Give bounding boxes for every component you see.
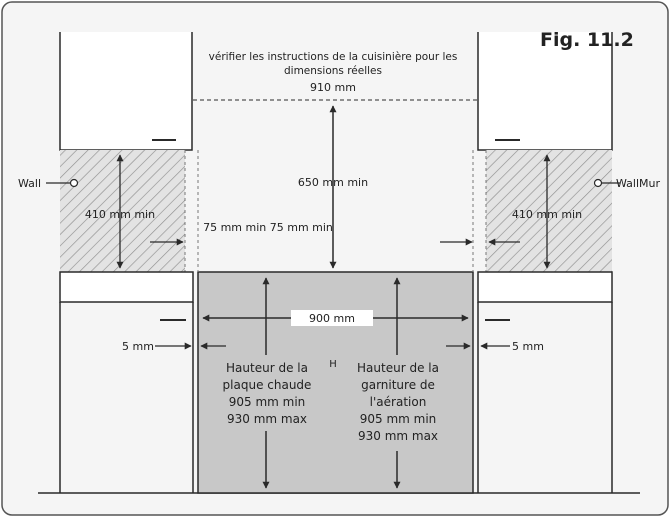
trim-label-bg — [352, 355, 444, 451]
hotplate-label: Hauteur de la plaque chaude 905 mm min 9… — [223, 361, 312, 426]
trim-line-1: Hauteur de la — [357, 361, 439, 375]
dim-410-right-label: 410 mm min — [512, 208, 582, 221]
trim-line-4: 905 mm min — [360, 412, 437, 426]
gap-5-left-label: 5 mm — [122, 340, 154, 353]
dim-900-label-bg — [291, 310, 373, 326]
left-wall-cabinet — [59, 32, 193, 151]
trim-line-5: 930 mm max — [358, 429, 438, 443]
wall-right-label: WallMur — [616, 177, 660, 190]
hotplate-line-1: Hauteur de la — [226, 361, 308, 375]
hotplate-label-bg — [222, 355, 312, 431]
note-line-1: vérifier les instructions de la cuisiniè… — [209, 51, 458, 63]
trim-line-2: garniture de — [361, 378, 435, 392]
dim-910-label: 910 mm — [310, 81, 356, 94]
h-mark: H — [329, 359, 337, 370]
trim-line-3: l'aération — [370, 395, 427, 409]
left-countertop — [59, 271, 194, 303]
note-line-2: dimensions réelles — [284, 65, 382, 77]
right-countertop — [477, 271, 613, 303]
wall-right-marker — [593, 178, 603, 188]
left-base-cabinet — [59, 302, 194, 493]
wall-left-marker — [69, 178, 79, 188]
figure-title: Fig. 11.2 — [540, 29, 634, 51]
dim-410-left-label: 410 mm min — [85, 208, 155, 221]
hotplate-line-3: 905 mm min — [229, 395, 306, 409]
wall-left-label: Wall — [18, 177, 41, 190]
hotplate-line-4: 930 mm max — [227, 412, 307, 426]
dim-650-label: 650 mm min — [298, 176, 368, 189]
gap-75-label: 75 mm min 75 mm min — [203, 221, 333, 234]
right-base-cabinet — [477, 302, 613, 493]
dim-900-label: 900 mm — [309, 312, 355, 325]
hotplate-line-2: plaque chaude — [223, 378, 312, 392]
trim-label: Hauteur de la garniture de l'aération 90… — [357, 361, 439, 443]
gap-5-right-label: 5 mm — [512, 340, 544, 353]
